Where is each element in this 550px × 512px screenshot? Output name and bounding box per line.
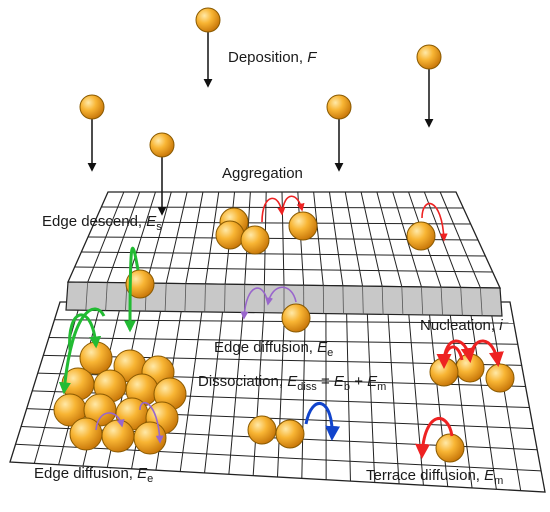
step-riser-line [164,283,167,312]
terrace-diffusion-arrow [415,417,454,459]
edge-diffusion-hop-arrow [139,401,164,444]
dissociation-arrow [304,402,341,441]
deposition-atom [416,44,442,70]
lower-terrace-grid-col-line [301,301,306,479]
adatom [240,225,270,255]
label-terrace-diffusion: Terrace diffusion, Em [366,467,503,487]
adatom [125,269,155,299]
deposition-atom [326,94,352,120]
lower-terrace-grid-col-line [204,301,225,473]
step-riser-line [460,287,463,316]
upper-terrace-grid-row-line [94,221,471,225]
adatom [275,419,305,449]
adatom [435,433,465,463]
nucleation-arrow [436,345,464,369]
label-nucleation: Nucleation, i [420,317,503,334]
step-riser-line [381,286,384,315]
label-aggregation: Aggregation [222,165,303,182]
step-riser-line [85,282,89,311]
edge-diffusion-hop-arrow [240,287,269,320]
aggregation-hop-arrow [261,197,286,223]
step-riser-line [479,287,483,316]
island-atom [133,421,167,455]
island-atom [101,419,135,453]
adatom [288,211,318,241]
lower-terrace-grid-col-line [468,301,497,490]
step-riser-line [342,285,344,314]
atoms [53,7,515,463]
step-riser-line [421,286,424,315]
step-riser-line [204,283,206,312]
lower-terrace-grid-col-line [345,301,351,482]
step-riser-line [184,283,187,312]
step-edge [65,281,503,317]
step-riser-line [440,287,443,316]
lower-terrace-grid-col-line [277,301,286,478]
edge-diffusion-hop-arrow [95,412,125,431]
edge-diffusion-hop-arrow [265,286,297,306]
step-riser-line [401,286,404,315]
lower-terrace-grid-col-line [33,301,81,464]
step-riser-line [105,282,108,311]
hop-arrows [58,195,504,459]
deposition-atom [79,94,105,120]
label-deposition: Deposition, F [228,49,317,66]
lower-terrace-grid-row-line [15,443,542,472]
adatom [247,415,277,445]
lower-terrace-grid-col-line [179,301,204,472]
lower-terrace-grid-row-line [48,337,518,345]
label-edge-descend: Edge descend, Es [42,213,162,233]
aggregation-hop-arrow [281,195,305,215]
aggregation-hop-arrow [421,202,448,242]
upper-terrace-grid-row-line [81,251,486,257]
lower-terrace-grid-col-line [386,301,400,484]
deposition-atom [195,7,221,33]
adatom [281,303,311,333]
deposition-atom [149,132,175,158]
edge-descend-arrow [58,307,106,395]
adatom [485,363,515,393]
edge-descend-arrow [68,313,102,351]
adatom [215,220,245,250]
lower-terrace-grid-col-line [228,301,245,475]
lower-terrace-grid-col-line [252,301,266,476]
label-dissociation: Dissociation, Ediss = Eb + Em [198,373,386,393]
falling-arrows [87,32,434,216]
step-riser-line [362,286,364,315]
label-edge-diffusion-bottom: Edge diffusion, Ee [34,465,153,485]
upper-terrace-grid-row-line [74,266,493,273]
nucleation-arrow [468,339,504,367]
step-riser-line [224,284,226,313]
edge-descend-arrow [124,246,140,333]
lower-terrace-grid-col-line [448,301,473,488]
adatom [406,221,436,251]
lower-terrace-grid-col-line [489,301,522,491]
label-edge-diffusion-middle: Edge diffusion, Ee [214,339,333,359]
lower-terrace-grid-col-line [366,301,376,483]
